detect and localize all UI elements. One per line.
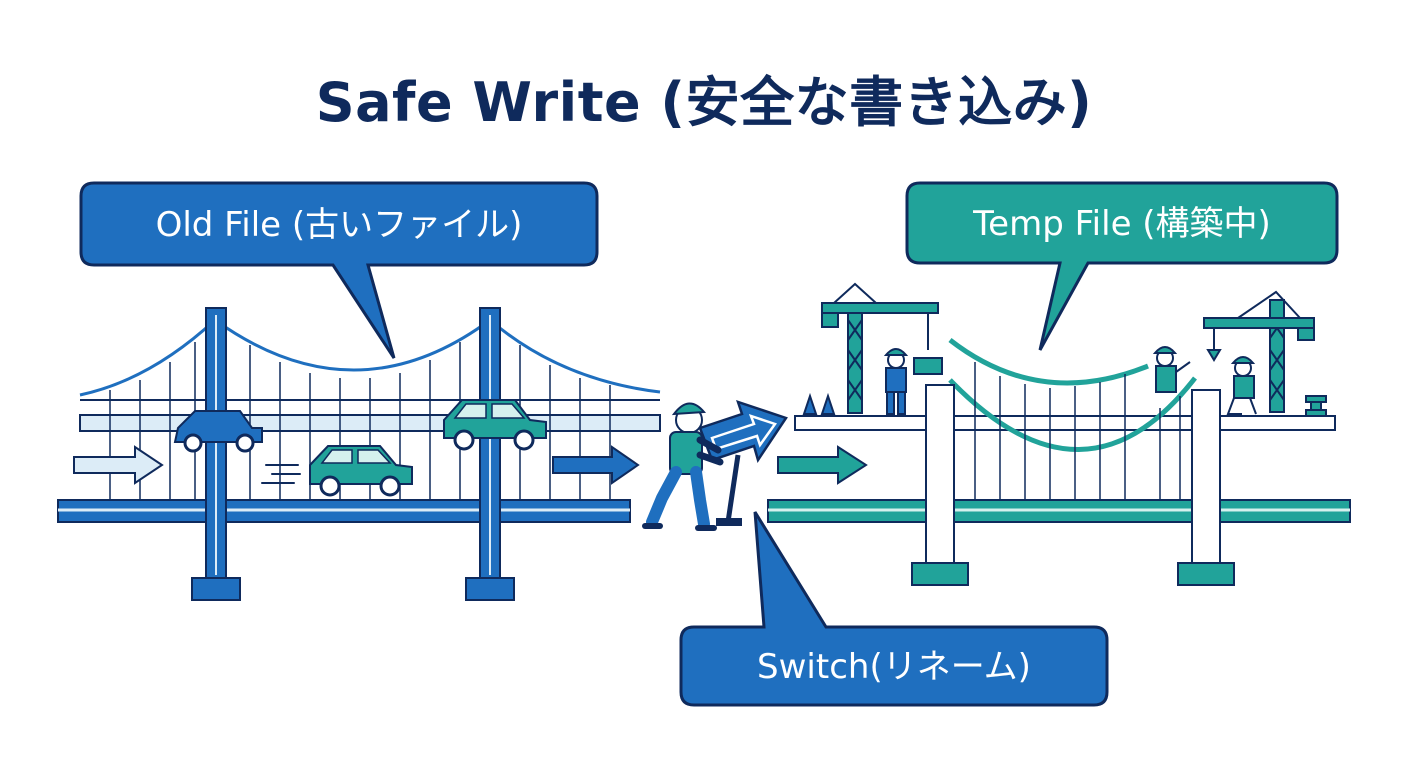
- temp-bridge: [768, 284, 1350, 585]
- car-icon: [262, 446, 412, 495]
- worker-switch-sign: [645, 402, 786, 528]
- callout-switch: Switch(リネーム): [681, 512, 1107, 705]
- callout-old-file: Old File (古いファイル): [81, 183, 597, 358]
- worker-icon: [1155, 347, 1190, 392]
- spool-icon: [1306, 396, 1326, 416]
- arrow-sign-icon: [700, 402, 786, 460]
- old-bridge: [58, 308, 660, 600]
- callout-switch-label: Switch(リネーム): [757, 647, 1031, 687]
- arrow-right-icon: [74, 447, 162, 483]
- arrow-right-icon: [553, 447, 638, 483]
- callout-old-file-label: Old File (古いファイル): [156, 205, 523, 245]
- arrow-right-icon: [778, 447, 866, 483]
- worker-icon: [1228, 357, 1256, 414]
- callout-temp-file-label: Temp File (構築中): [972, 204, 1271, 244]
- worker-icon: [886, 349, 906, 414]
- traffic-cone-icon: [804, 396, 834, 414]
- crane-icon: [822, 284, 942, 413]
